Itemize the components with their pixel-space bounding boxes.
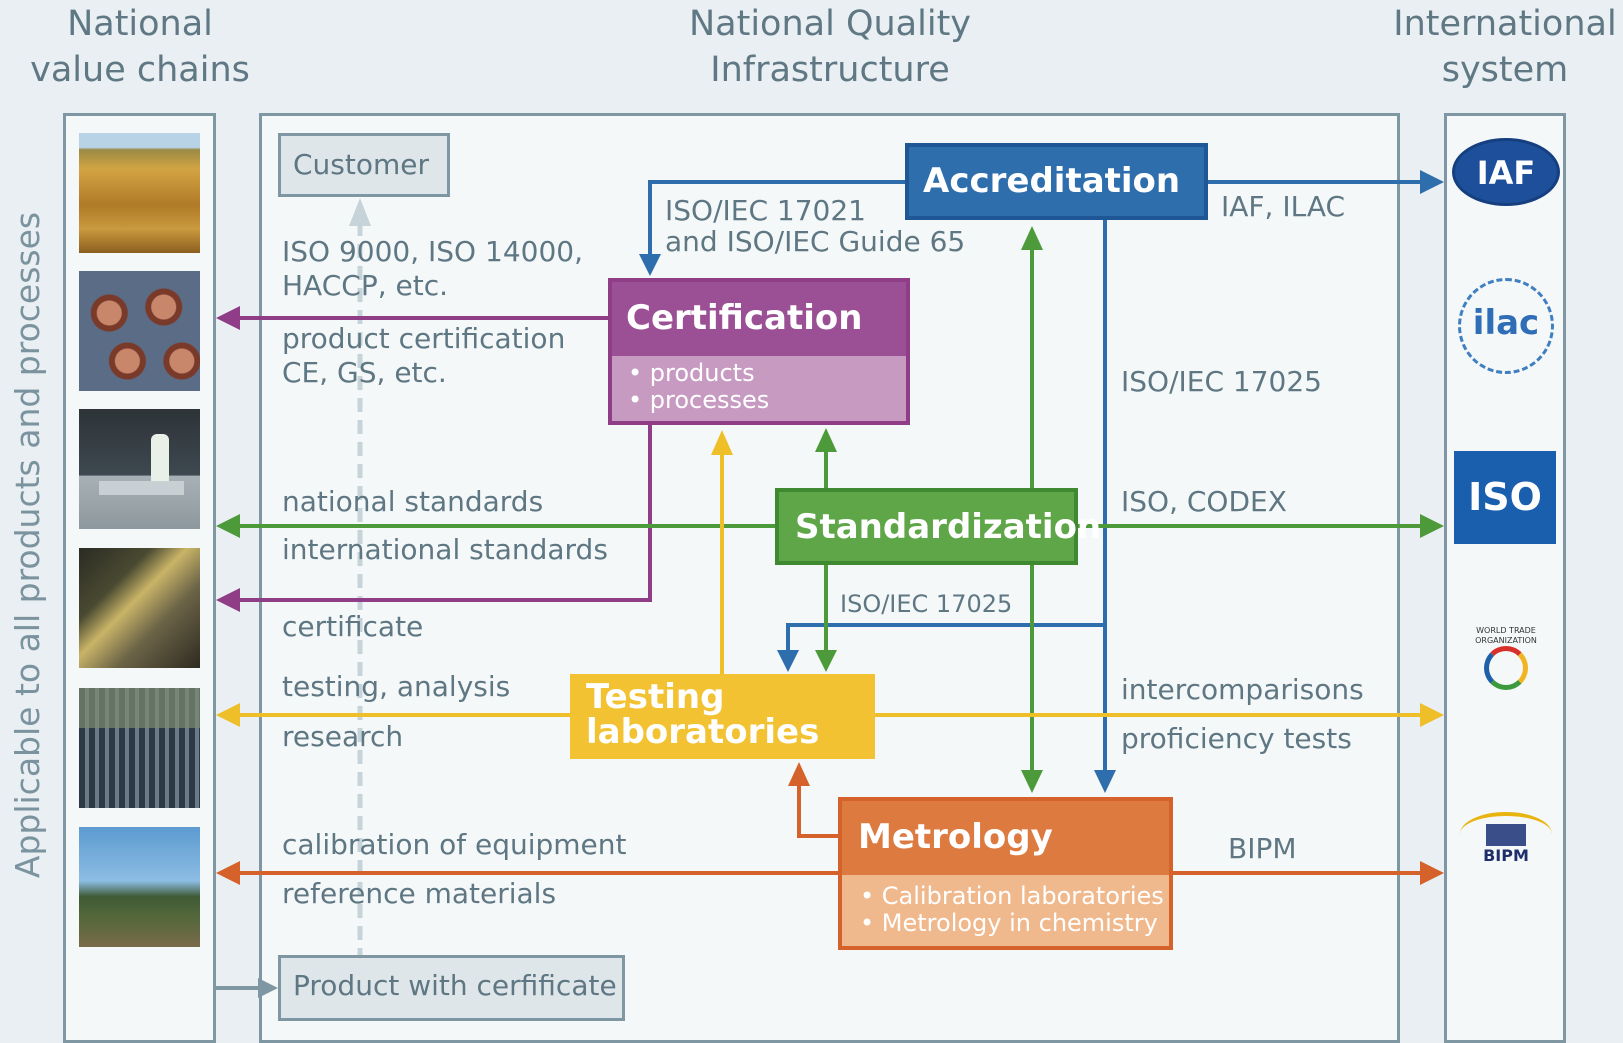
label-calibration: calibration of equipment [282,828,627,861]
ilac-logo: ilac [1458,278,1554,374]
international-panel [1444,113,1566,1043]
nqi-panel [259,113,1400,1043]
label-reference-materials: reference materials [282,877,557,910]
label-international-standards: international standards [282,533,608,566]
label-product-certification: product certification CE, GS, etc. [282,322,566,389]
label-iaf-ilac: IAF, ILAC [1221,190,1346,223]
label-iso-codex: ISO, CODEX [1121,485,1287,518]
label-testing-analysis: testing, analysis [282,670,511,703]
title-international-system: International system [1393,4,1617,90]
photo-fabric-rolls [79,271,200,391]
label-research: research [282,720,404,753]
label-certificate: certificate [282,610,424,643]
product-label: Product with cerfificate [293,969,617,1002]
certification-bullet-products: • products [628,359,755,387]
title-national-value-chains: National value chains [30,4,250,90]
label-proficiency-tests: proficiency tests [1121,722,1352,755]
wto-logo: WORLD TRADE ORGANIZATION [1456,622,1556,714]
customer-label: Customer [293,148,430,181]
certification-title: Certification [626,298,863,338]
standardization-title: Standardization [795,507,1102,547]
photo-wheat-field [79,133,200,253]
label-iso-17025-right: ISO/IEC 17025 [1121,365,1322,398]
iaf-logo: IAF [1452,138,1560,206]
metrology-box: Metrology • Calibration laboratories • M… [838,797,1173,950]
label-iso-17021: ISO/IEC 17021 and ISO/IEC Guide 65 [665,194,966,258]
metrology-bullet-chemistry: • Metrology in chemistry [860,909,1158,937]
standardization-box: Standardization [775,488,1101,565]
label-bipm: BIPM [1228,832,1297,865]
bipm-logo: BIPM [1456,810,1556,870]
label-national-standards: national standards [282,485,544,518]
certification-box: Certification • products • processes [608,278,910,425]
label-iso-17025-mid: ISO/IEC 17025 [840,590,1013,618]
iso-logo: ISO [1454,451,1556,544]
testing-title: Testing laboratories [586,677,820,752]
accreditation-title: Accreditation [923,161,1181,201]
customer-box [278,133,450,197]
title-national-quality-infrastructure: National Quality Infrastructure [688,4,972,90]
label-iso-9000: ISO 9000, ISO 14000, HACCP, etc. [282,235,583,302]
label-intercomparisons: intercomparisons [1121,673,1364,706]
metrology-title: Metrology [858,817,1053,857]
metrology-bullet-calibration: • Calibration laboratories [860,882,1164,910]
photo-car-assembly [79,548,200,668]
photo-construction-site [79,827,200,947]
photo-circuit-board [79,688,200,808]
photo-lab-scale [79,409,200,529]
product-box [278,955,625,1021]
certification-bullet-processes: • processes [628,386,770,414]
accreditation-box: Accreditation [905,143,1208,220]
testing-laboratories-box: Testing laboratories [570,674,875,759]
